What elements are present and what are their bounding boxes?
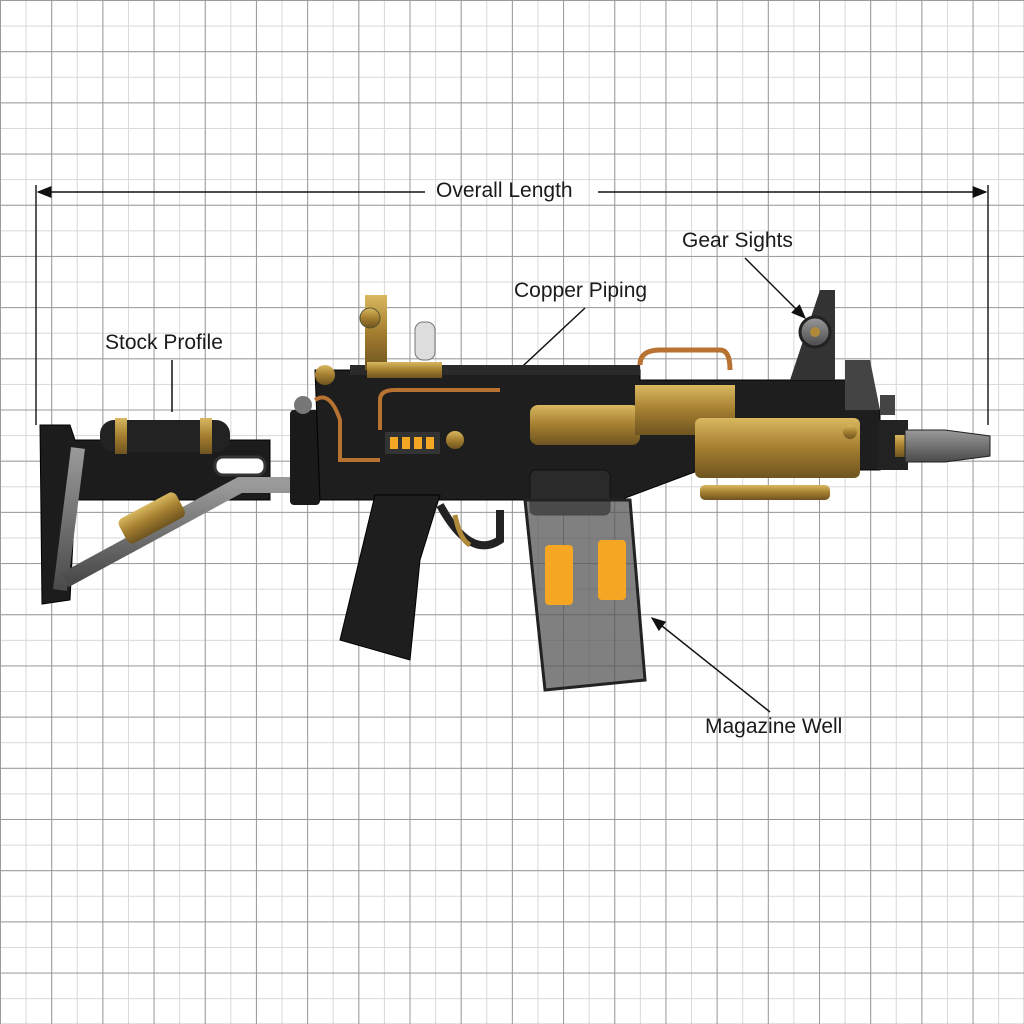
pistol-grip xyxy=(339,494,504,661)
copper-piping-label: Copper Piping xyxy=(514,279,648,302)
magazine xyxy=(523,498,647,692)
magazine-well-leader xyxy=(650,617,771,713)
receiver xyxy=(313,295,881,516)
gear-sight xyxy=(790,290,880,410)
stock xyxy=(39,396,320,605)
stock-profile-label: Stock Profile xyxy=(105,331,223,354)
magazine-well-label: Magazine Well xyxy=(705,715,843,738)
muzzle xyxy=(878,395,991,470)
overall-length-label: Overall Length xyxy=(436,179,573,202)
overall-length-dimension xyxy=(35,185,989,425)
gear-sights-label: Gear Sights xyxy=(682,229,793,252)
gear-sights-leader xyxy=(744,257,807,320)
